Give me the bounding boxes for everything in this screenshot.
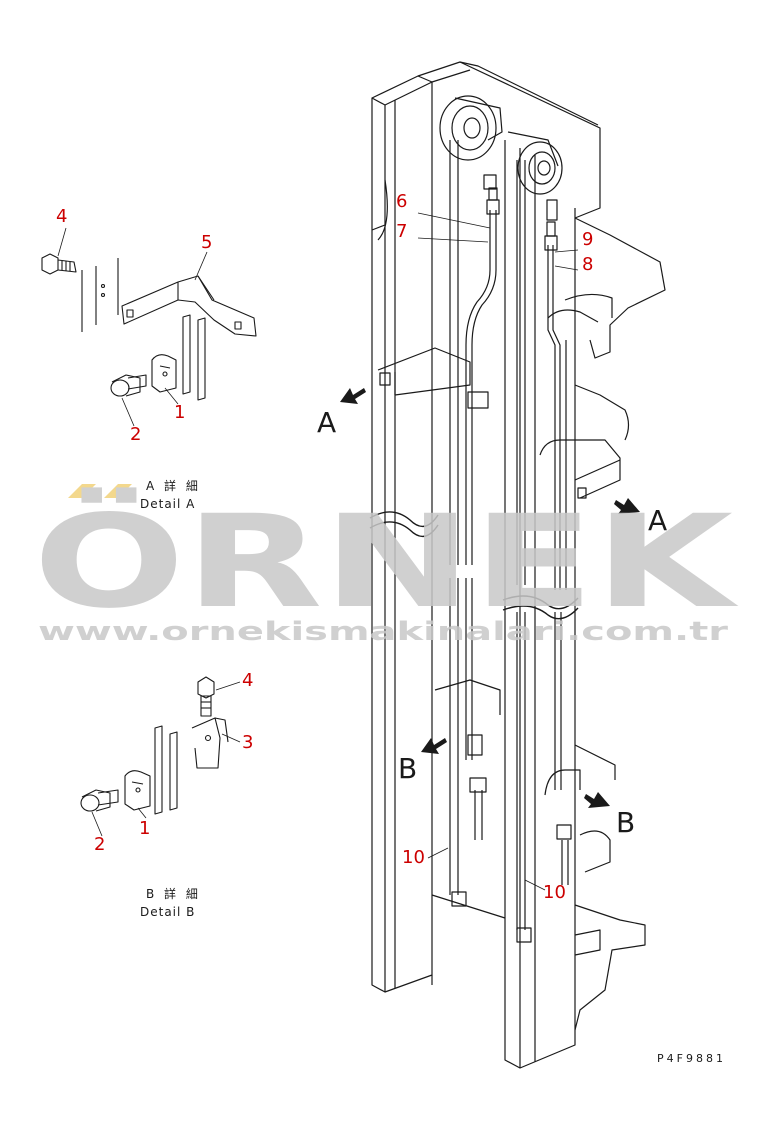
detail-a-rails xyxy=(182,314,206,401)
outer-mast-left-rail xyxy=(371,75,433,993)
mast-assembly xyxy=(340,61,666,1069)
detail-b-title-en: Detail B xyxy=(140,905,195,919)
detail-a-callouts: 4 5 1 2 xyxy=(56,206,212,445)
carriage-top-bracket xyxy=(547,217,666,359)
hydraulic-hoses xyxy=(449,140,569,930)
hose-clamp-upper xyxy=(377,347,489,409)
detail-b-title: B 詳 細 Detail B xyxy=(140,886,201,919)
view-arrow-b-left xyxy=(421,738,447,754)
detail-a-callout-2: 2 xyxy=(130,424,141,445)
detail-a-leaders xyxy=(57,227,208,427)
chain-sheave-left xyxy=(439,95,503,161)
leader-lines xyxy=(417,212,579,891)
callout-8: 8 xyxy=(582,254,593,275)
detail-b-bolt-2 xyxy=(80,789,119,812)
detail-b-callout-4: 4 xyxy=(242,670,253,691)
detail-b-bolt-4 xyxy=(197,676,215,717)
view-arrow-a-left xyxy=(340,388,366,404)
view-label-a-left: A xyxy=(317,406,336,439)
drawing-code: P4F9881 xyxy=(657,1052,726,1065)
detail-a xyxy=(41,227,257,427)
detail-a-bolt-2 xyxy=(110,374,147,397)
detail-a-title-en: Detail A xyxy=(140,497,195,511)
view-arrow-a-right xyxy=(614,498,640,514)
watermark-brand: ÖRNEK xyxy=(33,487,740,637)
view-label-b-left: B xyxy=(398,752,417,785)
detail-b-title-jp: B 詳 細 xyxy=(146,886,201,901)
detail-a-title-jp: A 詳 細 xyxy=(146,478,201,493)
detail-a-callout-1: 1 xyxy=(174,402,185,423)
watermark-url: www.ornekismakinalari.com.tr xyxy=(38,617,728,647)
detail-b-callouts: 4 3 1 2 xyxy=(94,670,253,855)
carriage-bottom xyxy=(574,904,646,1031)
hose-clamp-right xyxy=(539,384,630,499)
outer-mast-lower xyxy=(431,894,506,985)
detail-b-leaders xyxy=(91,681,241,837)
break-lines xyxy=(369,511,579,620)
detail-a-bracket-5 xyxy=(121,275,257,337)
watermark: ÖRNEK www.ornekismakinalari.com.tr xyxy=(33,484,740,647)
hose-fittings xyxy=(451,174,572,943)
view-arrow-b-right xyxy=(584,792,610,808)
detail-a-callout-5: 5 xyxy=(201,232,212,253)
detail-a-clamp-1 xyxy=(151,354,177,393)
detail-b-callout-2: 2 xyxy=(94,834,105,855)
view-label-a-right: A xyxy=(648,504,667,537)
watermark-logo-mark xyxy=(68,484,132,498)
mast-top-crossmember xyxy=(417,61,601,219)
detail-a-callout-4: 4 xyxy=(56,206,67,227)
view-label-b-right: B xyxy=(616,806,635,839)
callout-9: 9 xyxy=(582,229,593,250)
callout-10-right: 10 xyxy=(543,882,566,903)
detail-b-bracket-3 xyxy=(191,717,229,769)
main-callouts: 6 7 9 8 10 10 xyxy=(396,191,593,903)
callout-10-left: 10 xyxy=(402,847,425,868)
chain-sheave-right xyxy=(507,131,563,195)
detail-b xyxy=(80,676,241,837)
detail-a-title: A 詳 細 Detail A xyxy=(140,478,201,511)
lower-brackets xyxy=(434,679,616,873)
detail-a-plate-edges xyxy=(81,258,119,332)
detail-b-callout-1: 1 xyxy=(139,818,150,839)
detail-b-callout-3: 3 xyxy=(242,732,253,753)
detail-b-clamp-1 xyxy=(124,770,151,811)
callout-7: 7 xyxy=(396,221,407,242)
callout-6: 6 xyxy=(396,191,407,212)
detail-b-rails xyxy=(154,725,178,815)
detail-a-bolt-top xyxy=(41,253,77,275)
